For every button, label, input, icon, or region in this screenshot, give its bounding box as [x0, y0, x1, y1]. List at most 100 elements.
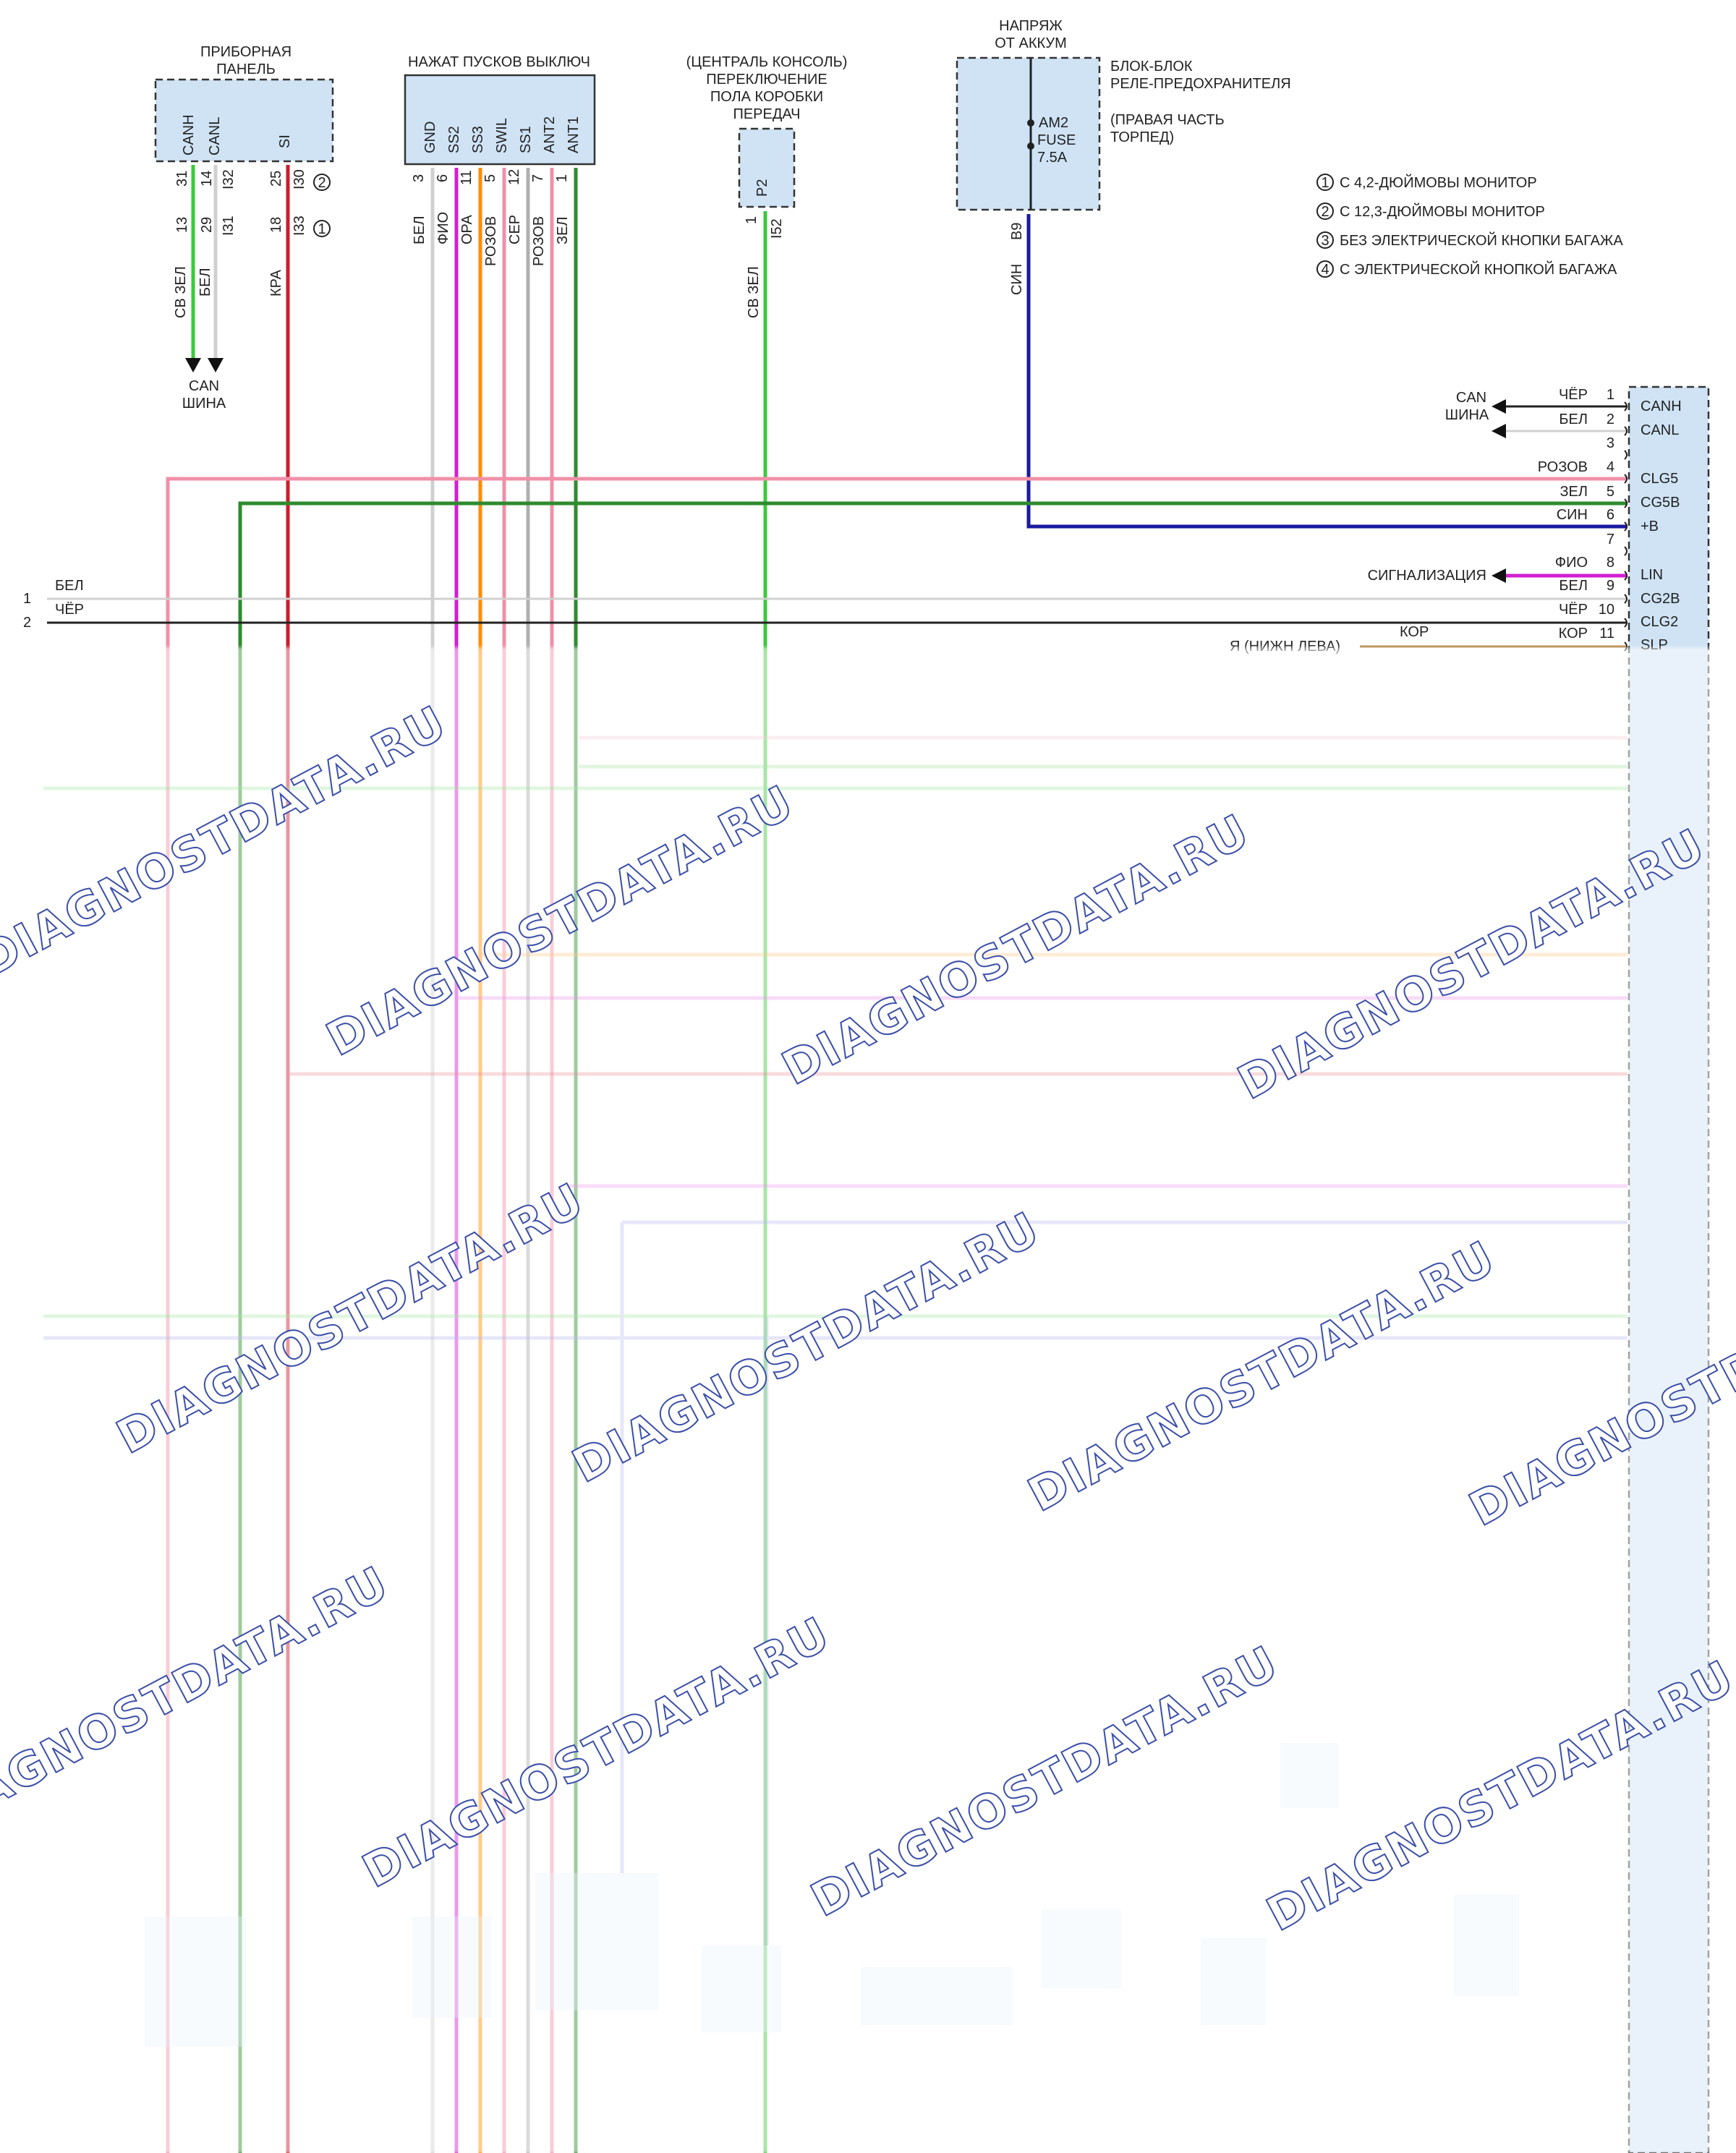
harness-lines: CAN ШИНА СИГНАЛИЗАЦИЯ 1 БЕЛ 2 ЧЁР КОР Я …: [23, 390, 1628, 2153]
row-10-num: 10: [1599, 602, 1614, 618]
wire-ant2-color: РОЗОВ: [531, 216, 547, 266]
instrument-panel-title-2: ПАНЕЛЬ: [216, 61, 276, 77]
switch-num-5: 5: [482, 174, 498, 182]
pin-25: 25: [268, 171, 284, 187]
row-5-pin: CG5B: [1641, 495, 1680, 511]
row-9-num: 9: [1607, 578, 1614, 594]
legend-num-1: 1: [1321, 175, 1329, 191]
shift-num-i52: I52: [769, 218, 785, 239]
instrument-pin-canl: CANL: [207, 117, 223, 155]
instrument-wires: СВ ЗЕЛ БЕЛ КРА CAN ШИНА: [173, 165, 288, 2153]
row-4-color: РОЗОВ: [1538, 459, 1588, 475]
row-4-num: 4: [1607, 459, 1614, 475]
row-1-color: ЧЁР: [1559, 387, 1588, 403]
faded-block-9: [1454, 1895, 1519, 1996]
faded-block-7: [1201, 1938, 1266, 2025]
row-6-num: 6: [1607, 507, 1614, 523]
legend-text-2: С 12,3-ДЮЙМОВЫ МОНИТОР: [1340, 202, 1545, 220]
can-bus-label-1: CAN: [189, 378, 219, 394]
switch-num-7: 7: [530, 174, 546, 182]
row-11-num: 11: [1599, 626, 1614, 641]
switch-pin-ss1: SS1: [518, 126, 534, 153]
wire-swil-color: РОЗОВ: [483, 216, 499, 266]
row-6-color: СИН: [1557, 507, 1588, 523]
arrow-canh-right: [1492, 399, 1506, 414]
shift-title-2: ПЕРЕКЛЮЧЕНИЕ: [706, 72, 827, 88]
fuse-label-rating: 7.5A: [1037, 150, 1068, 166]
faded-block-6: [1042, 1909, 1121, 1989]
row-1-num: 1: [1607, 387, 1614, 403]
instrument-panel-title-1: ПРИБОРНАЯ: [200, 44, 292, 60]
faded-block-2: [412, 1917, 492, 2018]
shift-pin-p2: P2: [754, 179, 770, 197]
legend-text-3: БЕЗ ЭЛЕКТРИЧЕСКОЙ КНОПКИ БАГАЖА: [1340, 231, 1623, 249]
variant-marker-2-label: 2: [318, 175, 326, 191]
row-6-pin: +B: [1641, 519, 1659, 534]
row-8-num: 8: [1607, 555, 1614, 571]
battery-title-1: НАПРЯЖ: [999, 18, 1063, 34]
wire-shift-color: СВ ЗЕЛ: [746, 266, 762, 318]
row-10-pin: CLG2: [1641, 614, 1678, 630]
feed-num-2: 2: [23, 615, 31, 631]
faded-block-1: [145, 1917, 246, 2047]
row-7-num: 7: [1607, 532, 1614, 547]
switch-pin-ant1: ANT1: [566, 116, 582, 153]
fuse-label-am2: AM2: [1039, 115, 1068, 131]
row-3-num: 3: [1607, 435, 1614, 451]
switch-pin-ss3: SS3: [470, 126, 486, 153]
row-2-color: БЕЛ: [1559, 412, 1588, 427]
alarm-label: СИГНАЛИЗАЦИЯ: [1368, 568, 1486, 584]
push-start-switch: НАЖАТ ПУСКОВ ВЫКЛЮЧ GND SS2 SS3 SWIL SS1…: [405, 54, 595, 164]
row-10-color: ЧЁР: [1559, 602, 1588, 618]
fuse-block-note-1: (ПРАВАЯ ЧАСТЬ: [1110, 112, 1225, 128]
feed-color-1: БЕЛ: [55, 578, 84, 594]
shift-title-1: (ЦЕНТРАЛЬ КОНСОЛЬ): [686, 54, 848, 70]
instrument-pin-numbers: 31 14 I32 25 I30 2 13 29 I31 18 I33 1: [174, 169, 330, 237]
wire-canh-color: СВ ЗЕЛ: [173, 266, 189, 318]
row-8-pin: LIN: [1641, 567, 1663, 583]
switch-num-11: 11: [459, 170, 475, 185]
wire-ant1-color: ЗЕЛ: [555, 216, 571, 244]
fuse-block-box: [957, 58, 1099, 210]
switch-num-1: 1: [554, 174, 570, 182]
variant-legend: 1 С 4,2-ДЮЙМОВЫ МОНИТОР 2 С 12,3-ДЮЙМОВЫ…: [1317, 174, 1623, 278]
push-start-title: НАЖАТ ПУСКОВ ВЫКЛЮЧ: [408, 54, 590, 70]
pin-29: 29: [199, 217, 215, 233]
can-bus-label-2: ШИНА: [182, 396, 226, 412]
switch-pin-gnd: GND: [422, 121, 438, 153]
switch-num-3: 3: [411, 174, 427, 182]
switch-num-12: 12: [506, 169, 522, 185]
switch-pin-ant2: ANT2: [542, 116, 558, 153]
fuse-label-fuse: FUSE: [1037, 132, 1076, 148]
legend-num-3: 3: [1321, 233, 1329, 249]
pin-i31: I31: [221, 216, 237, 236]
row-9-color: БЕЛ: [1559, 578, 1588, 594]
faded-block-8: [1280, 1743, 1338, 1808]
pin-i32: I32: [221, 169, 237, 189]
fuse-block-title-2: РЕЛЕ-ПРЕДОХРАНИТЕЛЯ: [1110, 76, 1291, 92]
arrow-canl: [208, 358, 224, 372]
fuse-block-title-1: БЛОК-БЛОК: [1110, 59, 1193, 74]
arrow-canh: [185, 358, 201, 372]
wire-canl-color: БЕЛ: [197, 268, 213, 297]
shift-title-3: ПОЛА КОРОБКИ: [710, 89, 823, 105]
shift-num-1: 1: [744, 216, 760, 224]
row-9-pin: CG2B: [1641, 591, 1680, 607]
right-connector: ЧЁР 1 CANH БЕЛ 2 CANL 3 РОЗОВ 4 CLG5 ЗЕЛ…: [1538, 387, 1709, 2153]
row-5-num: 5: [1607, 484, 1614, 500]
wire-ss2-color: ФИО: [435, 212, 451, 244]
fuse-block-note-2: ТОРПЕД): [1110, 129, 1174, 145]
switch-wires: БЕЛ ФИО ОРА РОЗОВ СЕР РОЗОВ ЗЕЛ: [412, 168, 576, 2153]
pin-i33: I33: [292, 216, 307, 236]
faded-block-4: [702, 1945, 781, 2032]
pin-i30: I30: [292, 169, 307, 189]
legend-num-4: 4: [1321, 262, 1329, 278]
pin-18: 18: [268, 217, 284, 233]
faded-block-5: [861, 1967, 1013, 2025]
switch-pin-swil: SWIL: [494, 118, 510, 153]
wire-gnd-color: БЕЛ: [412, 216, 427, 244]
fuse-node-top: [1027, 119, 1034, 127]
feed-num-1: 1: [23, 591, 31, 607]
row-8-color: ФИО: [1555, 555, 1588, 571]
